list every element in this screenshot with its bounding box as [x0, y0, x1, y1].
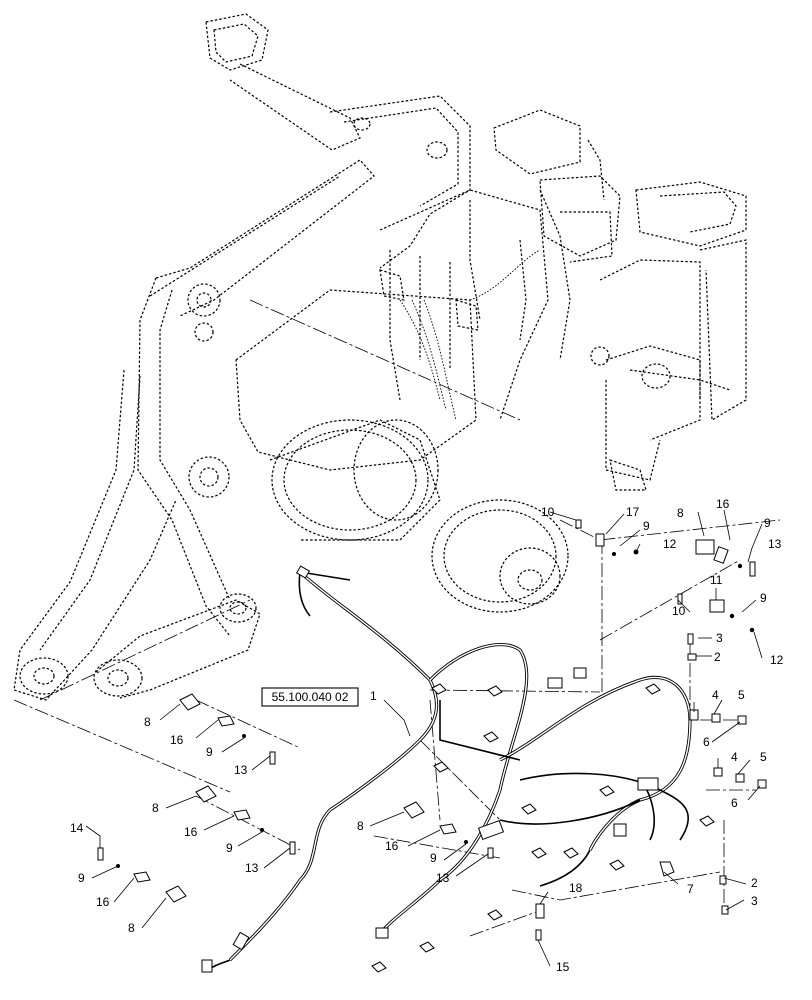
projection-centerlines — [13, 299, 781, 937]
callout-16: 16 — [385, 839, 399, 853]
callout-9: 9 — [78, 871, 85, 885]
callout-2: 2 — [714, 650, 721, 664]
cross-reference-box[interactable]: 55.100.040 02 — [261, 687, 359, 707]
callout-6: 6 — [703, 735, 710, 749]
callout-11: 11 — [710, 573, 723, 587]
callout-2: 2 — [751, 876, 758, 890]
callout-9: 9 — [643, 519, 650, 533]
callout-13: 13 — [768, 537, 782, 551]
callout-8: 8 — [357, 819, 364, 833]
callout-13: 13 — [245, 861, 259, 875]
callout-9: 9 — [226, 841, 233, 855]
callout-9: 9 — [430, 851, 437, 865]
callout-9: 9 — [760, 591, 767, 605]
callout-17: 17 — [626, 505, 640, 519]
callout-4: 4 — [731, 750, 738, 764]
callout-3: 3 — [751, 894, 758, 908]
callout-3: 3 — [716, 631, 723, 645]
callout-8: 8 — [144, 715, 151, 729]
callout-6: 6 — [731, 796, 738, 810]
callout-10: 10 — [541, 505, 555, 519]
callout-8: 8 — [128, 921, 135, 935]
callout-16: 16 — [96, 895, 110, 909]
cross-reference-label: 55.100.040 02 — [272, 690, 349, 704]
leader-lines — [85, 509, 763, 967]
callout-13: 13 — [436, 871, 450, 885]
callout-9: 9 — [206, 745, 213, 759]
callout-8: 8 — [677, 506, 684, 520]
callout-15: 15 — [556, 960, 570, 974]
callout-10: 10 — [672, 604, 686, 618]
hardware-parts — [97, 519, 767, 941]
callout-5: 5 — [738, 688, 745, 702]
callout-5: 5 — [760, 750, 767, 764]
callout-16: 16 — [716, 497, 730, 511]
callout-16: 16 — [170, 733, 184, 747]
callout-9: 9 — [764, 516, 771, 530]
callout-18: 18 — [569, 881, 583, 895]
callout-7: 7 — [687, 882, 694, 896]
callout-numbers: 1 10 17 9 12 8 16 9 13 11 10 9 3 2 12 4 … — [70, 497, 784, 974]
callout-8: 8 — [152, 801, 159, 815]
loader-frame-phantom — [13, 13, 747, 701]
callout-14: 14 — [70, 821, 84, 835]
callout-13: 13 — [234, 763, 248, 777]
callout-16: 16 — [184, 825, 198, 839]
callout-12: 12 — [770, 653, 784, 667]
wiring-harness — [201, 565, 715, 973]
callout-1: 1 — [370, 689, 377, 703]
callout-4: 4 — [712, 688, 719, 702]
callout-12: 12 — [663, 537, 677, 551]
